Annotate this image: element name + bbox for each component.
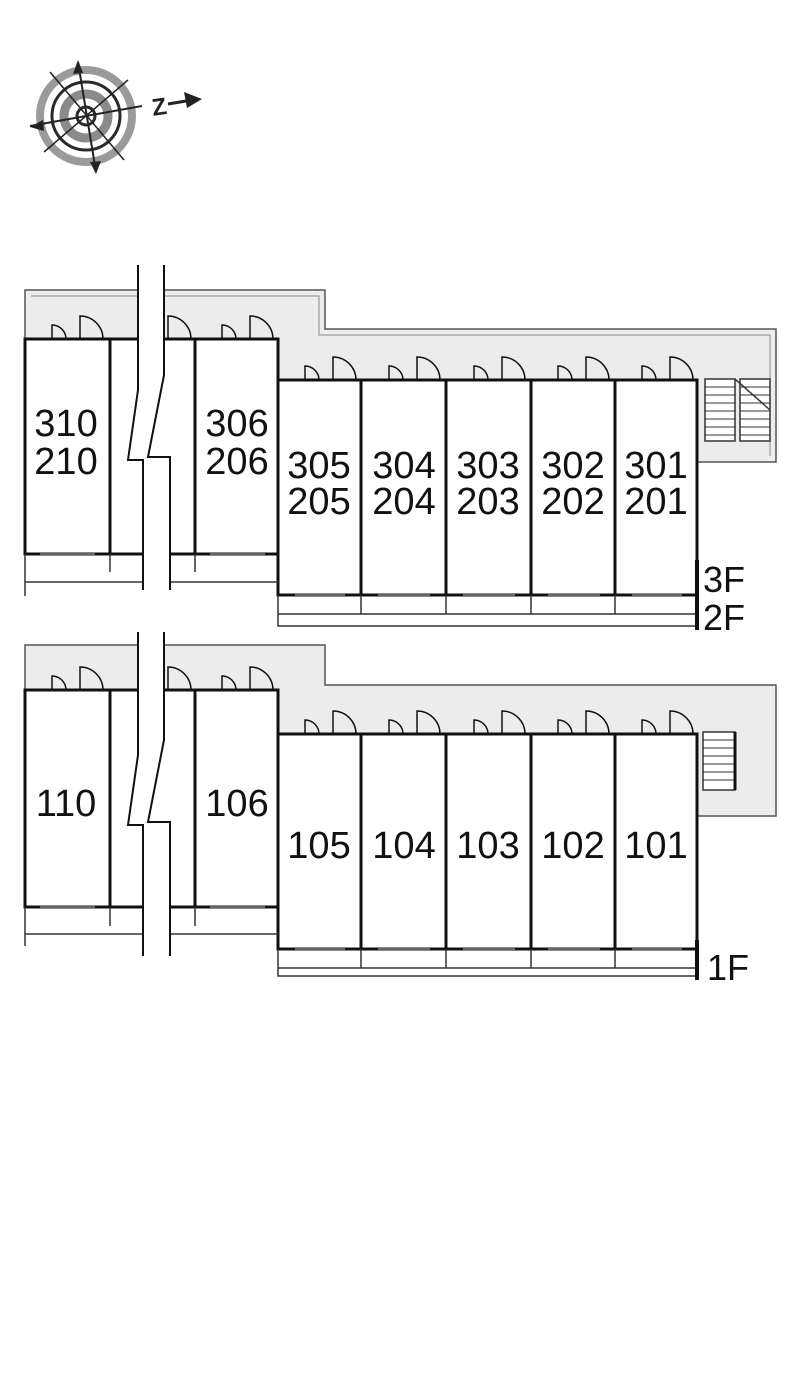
unit-106 (193, 688, 280, 909)
unit-label-106: 106 (205, 783, 268, 825)
lower-floor-block: 110 106 105 104 103 102 101 1F (23, 632, 777, 988)
unit-101 (613, 732, 699, 951)
floor-label-3f: 3F (703, 559, 745, 600)
unit-label-303: 303 (456, 445, 519, 487)
unit-label-210: 210 (34, 441, 97, 483)
unit-label-205: 205 (287, 481, 350, 523)
floor-label-2f: 2F (703, 597, 745, 638)
unit-304 (359, 378, 448, 597)
north-letter: Z (150, 93, 168, 122)
unit-label-204: 204 (372, 481, 435, 523)
upper-floor-block: 310 210 306 206 305 205 304 204 303 203 … (23, 265, 777, 638)
unit-label-104: 104 (372, 825, 435, 867)
unit-label-301: 301 (624, 445, 687, 487)
unit-103 (444, 732, 533, 951)
unit-310 (23, 337, 112, 556)
unit-110 (23, 688, 112, 909)
unit-label-203: 203 (456, 481, 519, 523)
unit-label-101: 101 (624, 825, 687, 867)
unit-label-110: 110 (36, 783, 97, 825)
unit-label-103: 103 (456, 825, 519, 867)
unit-label-304: 304 (372, 445, 435, 487)
compass-icon: Z (29, 60, 202, 174)
floor-label-1f: 1F (707, 947, 749, 988)
stairs-upper (704, 378, 771, 442)
break-symbol-lower (126, 632, 171, 956)
unit-302 (529, 378, 617, 597)
unit-label-306: 306 (205, 403, 268, 445)
unit-303 (444, 378, 533, 597)
unit-label-305: 305 (287, 445, 350, 487)
unit-label-102: 102 (541, 825, 604, 867)
unit-label-105: 105 (287, 825, 350, 867)
unit-label-310: 310 (34, 403, 97, 445)
unit-label-201: 201 (624, 481, 687, 523)
unit-label-202: 202 (541, 481, 604, 523)
stairs-lower (702, 731, 737, 791)
unit-label-206: 206 (205, 441, 268, 483)
break-symbol-upper (126, 265, 171, 590)
unit-label-302: 302 (541, 445, 604, 487)
